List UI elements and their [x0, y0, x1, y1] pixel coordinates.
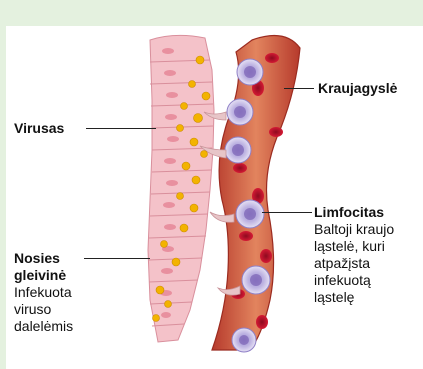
virusas-title: Virusas	[14, 120, 64, 137]
limfocitas-desc-line: atpažįsta	[314, 255, 394, 272]
lymphocyte-cell	[232, 328, 256, 352]
limfocitas-desc-line: ląstelę	[314, 289, 394, 306]
kraujagysle-title: Kraujagyslė	[318, 80, 397, 97]
lymphocyte-cell	[237, 59, 263, 85]
kraujagysle-leader	[284, 88, 314, 89]
limfocitas-desc-line: infekuotą	[314, 272, 394, 289]
lymphocyte-cell	[236, 200, 264, 228]
nosies-leader	[84, 258, 150, 259]
lymphocyte-cell	[225, 137, 251, 163]
lymphocyte-cell	[227, 99, 253, 125]
limfocitas-desc-line: ląstelė, kuri	[314, 238, 394, 255]
nosies-desc-line: Infekuota	[14, 284, 73, 301]
label-limfocitas: Limfocitas Baltoji kraujo ląstelė, kuri …	[314, 204, 394, 306]
nosies-title-line: gleivinė	[14, 267, 73, 284]
label-kraujagysle: Kraujagyslė	[318, 80, 397, 97]
limfocitas-leader	[262, 212, 312, 213]
nosies-title-line: Nosies	[14, 250, 73, 267]
label-virusas: Virusas	[14, 120, 64, 137]
lymphocyte-cell	[242, 266, 270, 294]
nosies-desc-line: viruso	[14, 301, 73, 318]
nasal-mucosa-cells	[148, 35, 214, 342]
virusas-leader	[86, 128, 156, 129]
limfocitas-desc-line: Baltoji kraujo	[314, 221, 394, 238]
label-nosies-gleivine: Nosies gleivinė Infekuota viruso dalelėm…	[14, 250, 73, 335]
limfocitas-title: Limfocitas	[314, 204, 394, 221]
nosies-desc-line: dalelėmis	[14, 318, 73, 335]
